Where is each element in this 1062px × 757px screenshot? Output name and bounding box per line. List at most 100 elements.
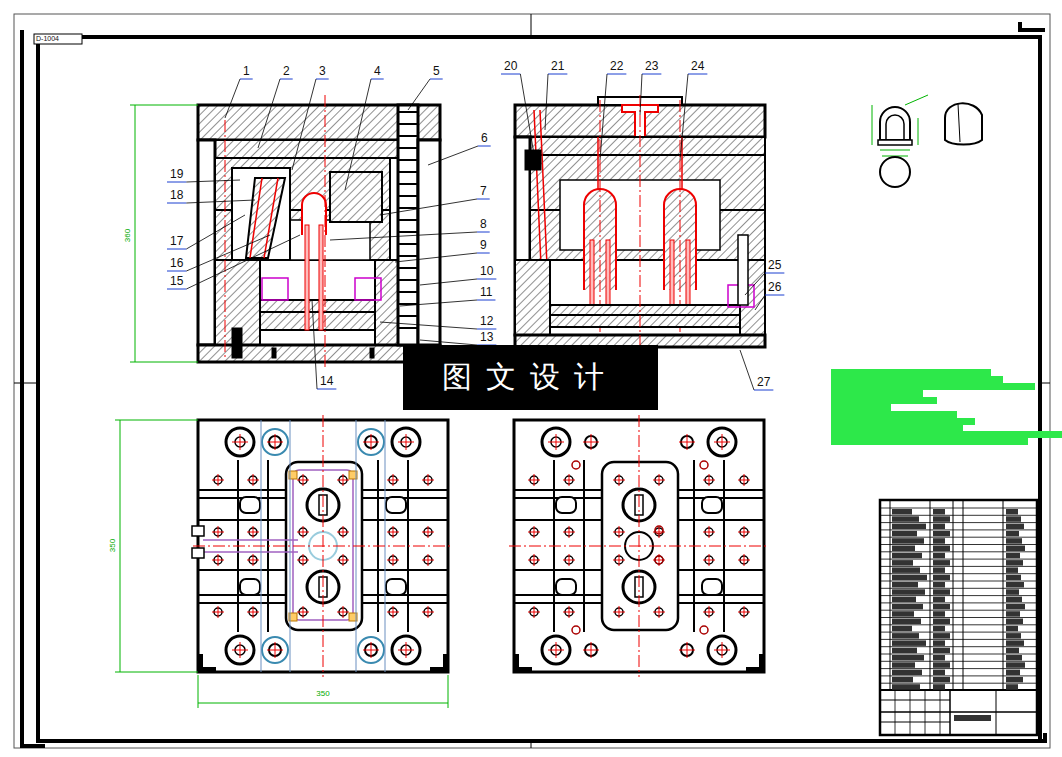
- plate: [550, 305, 740, 315]
- corner-mark: [746, 654, 761, 669]
- drawing-line: [398, 255, 418, 257]
- drawing-line: [534, 554, 535, 566]
- callout-number: 24: [691, 60, 704, 73]
- drawing-line: [398, 207, 418, 209]
- table-blot: [1007, 663, 1024, 667]
- drawing-line: [371, 434, 372, 450]
- part-section: [880, 107, 910, 140]
- drawing-line: [880, 646, 1037, 647]
- drawing-line: [880, 722, 950, 723]
- drawing-line: [880, 150, 910, 151]
- drawing-line: [398, 315, 418, 317]
- hole: [226, 636, 254, 664]
- drawing-line: [659, 606, 660, 618]
- drawing-line: [371, 79, 384, 80]
- drawing-line: [400, 300, 477, 306]
- hole: [392, 636, 420, 664]
- drawing-line: [186, 235, 270, 271]
- plate: [515, 260, 550, 335]
- drawing-line: [880, 617, 1037, 618]
- table-blot: [893, 517, 918, 521]
- drawing-line: [880, 529, 1037, 530]
- drawing-line: [680, 74, 688, 160]
- drawing-line: [343, 526, 344, 538]
- table-blot: [934, 649, 949, 653]
- drawing-line: [428, 526, 429, 538]
- hole: [655, 556, 663, 564]
- watermark-text: 图文设计: [442, 357, 618, 398]
- callout-number: 16: [170, 257, 183, 270]
- drawing-line: [534, 474, 535, 486]
- callout-number: 10: [480, 265, 493, 278]
- drawing-line: [312, 300, 317, 389]
- drawing-line: [477, 300, 495, 301]
- drawing-line: [428, 146, 478, 165]
- callout-number: 27: [757, 376, 770, 389]
- plate: [738, 235, 748, 305]
- table-blot: [934, 576, 949, 580]
- table-blot: [934, 517, 949, 521]
- drawing-line: [709, 554, 710, 566]
- table-blot: [1007, 656, 1021, 660]
- hole: [880, 157, 910, 187]
- hole: [655, 526, 663, 534]
- drawing-line: [940, 690, 941, 735]
- drawing-line: [880, 700, 950, 701]
- table-blot: [893, 634, 918, 638]
- table-blot: [934, 583, 944, 587]
- table-blot: [934, 561, 949, 565]
- corner-mark: [517, 654, 532, 669]
- table-blot: [934, 663, 949, 667]
- drawing-line: [744, 606, 745, 618]
- ejector-pin: [305, 225, 309, 330]
- drawing-line: [520, 74, 535, 160]
- drawing-line: [531, 741, 532, 748]
- plate: [260, 312, 375, 330]
- hole: [358, 637, 384, 663]
- drawing-line: [996, 690, 997, 735]
- table-blot: [934, 539, 944, 543]
- part-base: [878, 140, 912, 145]
- table-blot: [1007, 583, 1023, 587]
- drawing-line: [398, 279, 418, 281]
- table-blot: [934, 612, 944, 616]
- drawing-line: [925, 690, 926, 735]
- inclined-slider: [246, 178, 285, 258]
- drawing-line: [393, 474, 394, 486]
- drawing-line: [167, 203, 186, 204]
- table-blot: [893, 532, 916, 536]
- plate: [272, 348, 276, 358]
- drawing-line: [218, 554, 219, 566]
- watermark-band: 图文设计: [403, 345, 658, 410]
- callout-number: 9: [480, 239, 487, 252]
- drawing-line: [371, 642, 372, 658]
- callout-number: 8: [480, 218, 487, 231]
- table-blot: [893, 656, 923, 660]
- drawing-line: [880, 632, 1037, 633]
- drawing-line: [477, 253, 490, 254]
- drawing-line: [253, 474, 254, 486]
- table-blot: [1007, 605, 1024, 609]
- hole: [262, 637, 288, 663]
- table-blot: [893, 612, 913, 616]
- table-blot: [1007, 517, 1020, 521]
- table-blot: [934, 634, 949, 638]
- note-bar: [832, 391, 922, 396]
- drawing-line: [167, 289, 186, 290]
- table-blot: [955, 716, 990, 720]
- drawing-line: [398, 183, 418, 185]
- corner-mark: [430, 654, 445, 669]
- illustration: [14, 14, 1062, 748]
- table-blot: [1007, 649, 1018, 653]
- dimension-text: 360: [123, 228, 132, 241]
- drawing-line: [218, 474, 219, 486]
- drawing-line: [186, 180, 240, 182]
- drawing-line: [120, 420, 121, 672]
- drawing-line: [640, 74, 642, 115]
- drawing-line: [343, 554, 344, 566]
- callout-number: 1: [243, 65, 250, 78]
- drawing-line: [303, 474, 304, 486]
- drawing-line: [722, 642, 723, 658]
- table-blot: [1007, 510, 1017, 514]
- table-blot: [1007, 620, 1022, 624]
